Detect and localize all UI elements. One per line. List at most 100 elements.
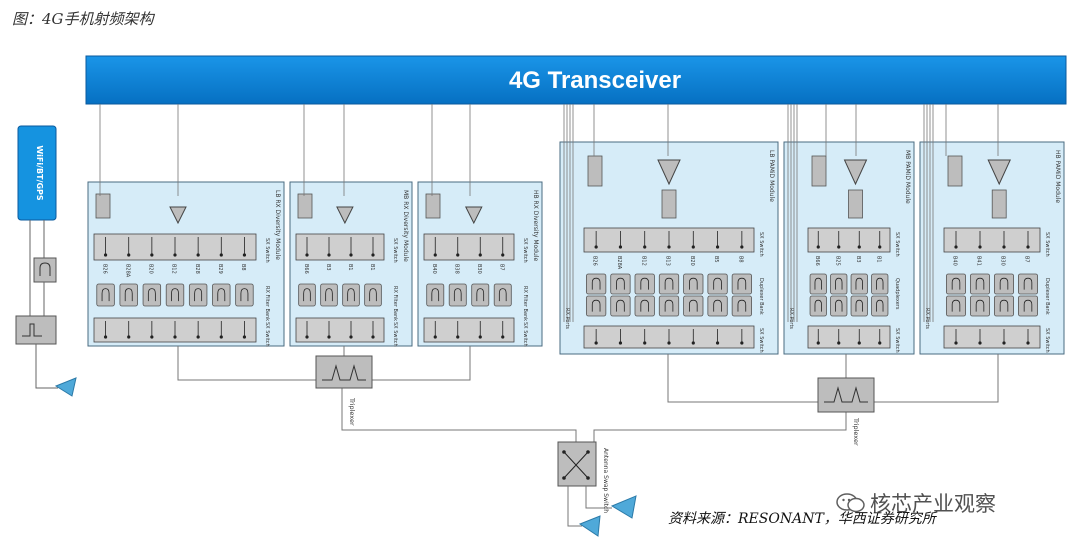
switch-label: SX Switch xyxy=(894,328,900,353)
filter-block xyxy=(634,295,655,317)
filter-block xyxy=(342,283,360,307)
switch-contact xyxy=(150,335,154,339)
switch-label: SX Switch xyxy=(758,328,764,353)
switch-contact xyxy=(1026,245,1030,249)
filter-icon xyxy=(814,299,822,312)
switch-contact xyxy=(857,245,861,249)
filter-icon xyxy=(1023,277,1033,290)
filter-icon xyxy=(325,288,333,302)
tx-interconnect xyxy=(593,354,999,442)
filter-block xyxy=(707,273,728,295)
lna-icon xyxy=(464,206,483,225)
wechat-logo-icon xyxy=(836,493,865,513)
control-block xyxy=(947,155,963,187)
switch-block xyxy=(807,325,891,349)
switch-contact xyxy=(327,335,331,339)
switch-block xyxy=(943,325,1041,349)
switch-contact xyxy=(667,341,671,345)
filter-block xyxy=(658,273,680,295)
filter-icon xyxy=(147,288,156,302)
switch-block xyxy=(423,233,515,261)
filter-block xyxy=(634,273,655,295)
band-label: B66 xyxy=(814,256,820,266)
filter-icon xyxy=(640,299,649,312)
filter-block xyxy=(298,283,316,307)
switch-label: SX Switch xyxy=(758,232,764,257)
band-label: B28 xyxy=(194,264,200,274)
lna-control-block xyxy=(297,193,313,219)
switch-label: SX Switch xyxy=(392,322,398,347)
switch-contact xyxy=(715,341,720,345)
wifi-module xyxy=(17,125,57,221)
filter-block xyxy=(683,295,704,317)
filter-icon xyxy=(591,277,601,290)
switch-contact xyxy=(242,335,247,339)
filter-icon xyxy=(737,277,747,290)
antenna-switch-label: Antenna Swap Switch xyxy=(602,448,609,513)
filter-icon xyxy=(975,299,985,312)
switch-contact xyxy=(433,253,437,257)
switch-contact xyxy=(878,341,882,345)
wifi-antenna-icon xyxy=(54,377,77,397)
switch-contact xyxy=(371,253,375,257)
filter-block xyxy=(320,283,338,307)
filter-icon xyxy=(1023,299,1033,312)
filter-bank-label: RX Filter Bank xyxy=(522,286,528,321)
filter-icon xyxy=(876,277,884,290)
band-label: B25 xyxy=(835,256,841,266)
switch-contact xyxy=(349,335,353,339)
filter-block xyxy=(830,273,848,295)
switch-contact xyxy=(691,245,695,249)
switch-contact xyxy=(715,245,720,249)
switch-contact xyxy=(954,245,958,249)
switch-contact xyxy=(1002,341,1006,345)
switch-contact xyxy=(173,335,177,339)
band-label: B28A xyxy=(616,256,622,270)
filter-block xyxy=(658,295,680,317)
filter-icon xyxy=(217,288,226,302)
switch-label: SX Switch xyxy=(522,322,528,347)
filter-icon xyxy=(101,288,110,302)
filter-block xyxy=(610,273,631,295)
filter-bank-label: Quadplexers xyxy=(894,278,900,310)
filter-block xyxy=(586,295,607,317)
filter-block xyxy=(1018,273,1039,295)
switch-contact xyxy=(327,253,331,257)
switch-label: SX Switch xyxy=(264,238,270,263)
filter-block xyxy=(970,295,991,317)
filter-icon xyxy=(171,288,179,302)
switch-contact xyxy=(618,245,623,249)
pa-bias-block xyxy=(991,189,1007,219)
filter-block xyxy=(119,283,138,307)
filter-icon xyxy=(713,277,722,290)
source-note: 资料来源：RESONANT，华西证券研究所 xyxy=(668,511,936,527)
band-label: B1 xyxy=(347,264,353,271)
filter-block xyxy=(946,295,967,317)
switch-contact xyxy=(837,245,841,249)
switch-block xyxy=(295,233,385,261)
filter-bank-label: Duplexer Bank xyxy=(1044,278,1050,315)
band-label: B7 xyxy=(1024,256,1030,263)
filter-icon xyxy=(664,277,674,290)
band-label: B30 xyxy=(1000,256,1006,266)
filter-icon xyxy=(240,288,249,302)
module-title: MB RX Diversity Module xyxy=(402,190,409,262)
filter-icon xyxy=(616,277,625,290)
switch-contact xyxy=(954,341,958,345)
module-title: MB PAMiD Module xyxy=(904,150,911,204)
module-title: LB RX Diversity Module xyxy=(274,190,281,260)
filter-block xyxy=(212,283,231,307)
filter-icon xyxy=(689,299,698,312)
filter-block xyxy=(707,295,728,317)
switch-contact xyxy=(1002,245,1006,249)
band-label: B7 xyxy=(499,264,505,271)
pa-icon xyxy=(843,159,868,186)
rx-interconnect xyxy=(177,346,577,442)
switch-contact xyxy=(150,253,154,257)
filter-block xyxy=(994,273,1015,295)
